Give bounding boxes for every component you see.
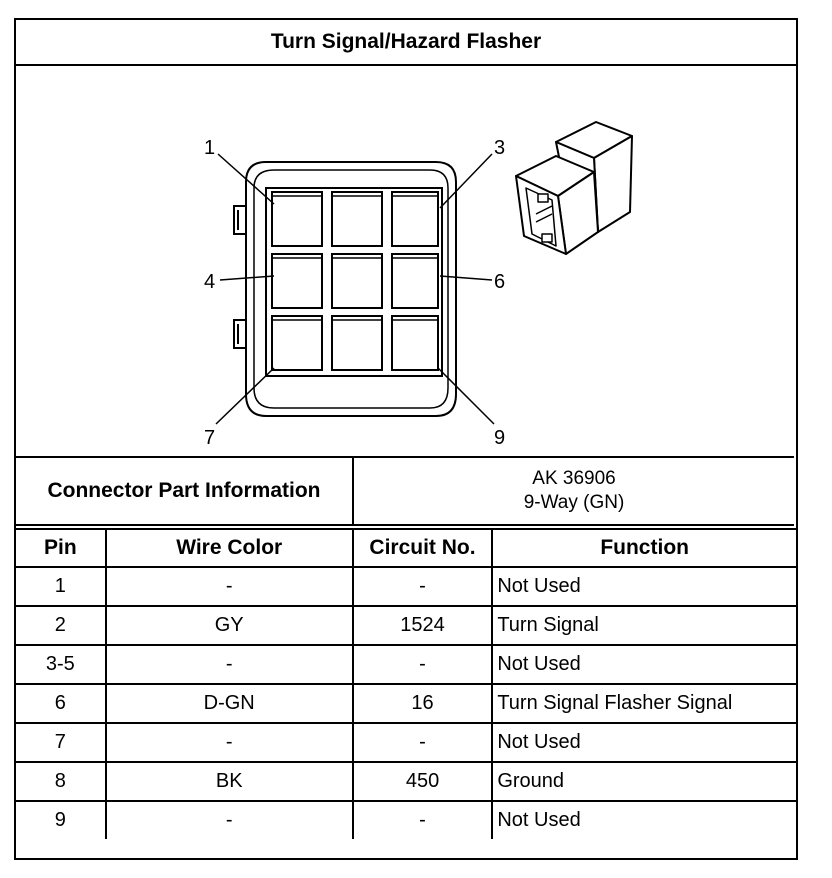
function-cell: Not Used — [491, 722, 796, 763]
cavity-4 — [271, 253, 323, 309]
cavity-2 — [331, 191, 383, 247]
connector-part-info: Connector Part Information AK 36906 9-Wa… — [16, 456, 794, 526]
function-cell: Ground — [491, 761, 796, 802]
cavity-6 — [391, 253, 439, 309]
callout-7: 7 — [204, 427, 215, 449]
connector-housing — [245, 161, 457, 417]
callout-4: 4 — [204, 271, 215, 293]
table-row: 2 GY 1524 Turn Signal — [16, 605, 796, 646]
connector-sheet: Turn Signal/Hazard Flasher — [14, 18, 798, 860]
table-row: 6 D-GN 16 Turn Signal Flasher Signal — [16, 683, 796, 724]
cavity-3 — [391, 191, 439, 247]
circuit-cell: 16 — [351, 683, 494, 724]
wire-color-cell: - — [104, 644, 354, 685]
cavity-5 — [331, 253, 383, 309]
pin-cell: 9 — [16, 800, 107, 839]
cavity-9 — [391, 315, 439, 371]
function-cell: Not Used — [491, 800, 796, 839]
connector-diagram: 1 3 4 6 7 9 — [16, 64, 796, 458]
pin-cell: 2 — [16, 605, 107, 646]
table-row: 7 - - Not Used — [16, 722, 796, 763]
cavity-8 — [331, 315, 383, 371]
function-cell: Turn Signal — [491, 605, 796, 646]
wire-color-cell: - — [104, 722, 354, 763]
latch-tab-lower — [233, 319, 246, 349]
leader-3 — [439, 153, 493, 209]
connector-part-info-label: Connector Part Information — [16, 456, 354, 526]
connector-housing-inner — [253, 169, 449, 409]
function-cell: Turn Signal Flasher Signal — [491, 683, 796, 724]
pin-cell: 3-5 — [16, 644, 107, 685]
wire-color-cell: D-GN — [104, 683, 354, 724]
leader-6 — [439, 275, 493, 281]
pinout-table: Pin Wire Color Circuit No. Function 1 - … — [16, 528, 796, 839]
cavity-grid — [265, 187, 443, 377]
circuit-cell: - — [351, 800, 494, 839]
table-row: 3-5 - - Not Used — [16, 644, 796, 685]
circuit-cell: 450 — [351, 761, 494, 802]
leader-9 — [437, 367, 495, 425]
callout-6: 6 — [494, 271, 505, 293]
latch-tab-upper — [233, 205, 246, 235]
connector-part-number: AK 36906 — [532, 468, 616, 489]
pin-cell: 1 — [16, 566, 107, 607]
pin-cell: 8 — [16, 761, 107, 802]
callout-9: 9 — [494, 427, 505, 449]
cavity-7 — [271, 315, 323, 371]
leader-4 — [219, 275, 275, 281]
callout-1: 1 — [204, 137, 215, 159]
leader-1 — [217, 153, 275, 205]
header-function: Function — [491, 528, 796, 568]
circuit-cell: 1524 — [351, 605, 494, 646]
leader-7 — [215, 367, 275, 425]
connector-description: 9-Way (GN) — [523, 492, 625, 513]
connector-part-info-value: AK 36906 9-Way (GN) — [352, 456, 794, 526]
function-cell: Not Used — [491, 644, 796, 685]
wire-color-cell: - — [104, 566, 354, 607]
table-row: 9 - - Not Used — [16, 800, 796, 839]
pinout-header-row: Pin Wire Color Circuit No. Function — [16, 528, 796, 568]
function-cell: Not Used — [491, 566, 796, 607]
cavity-1 — [271, 191, 323, 247]
callout-3: 3 — [494, 137, 505, 159]
circuit-cell: - — [351, 722, 494, 763]
header-circuit-no: Circuit No. — [351, 528, 494, 568]
wire-color-cell: GY — [104, 605, 354, 646]
circuit-cell: - — [351, 566, 494, 607]
connector-face-drawing: 1 3 4 6 7 9 — [204, 121, 633, 449]
pin-cell: 7 — [16, 722, 107, 763]
pin-cell: 6 — [16, 683, 107, 724]
header-wire-color: Wire Color — [104, 528, 354, 568]
header-pin: Pin — [16, 528, 107, 568]
connector-3d-view — [515, 121, 633, 255]
sheet-title: Turn Signal/Hazard Flasher — [16, 20, 796, 66]
circuit-cell: - — [351, 644, 494, 685]
table-row: 1 - - Not Used — [16, 566, 796, 607]
wire-color-cell: BK — [104, 761, 354, 802]
table-row: 8 BK 450 Ground — [16, 761, 796, 802]
wire-color-cell: - — [104, 800, 354, 839]
cavities — [271, 191, 439, 371]
